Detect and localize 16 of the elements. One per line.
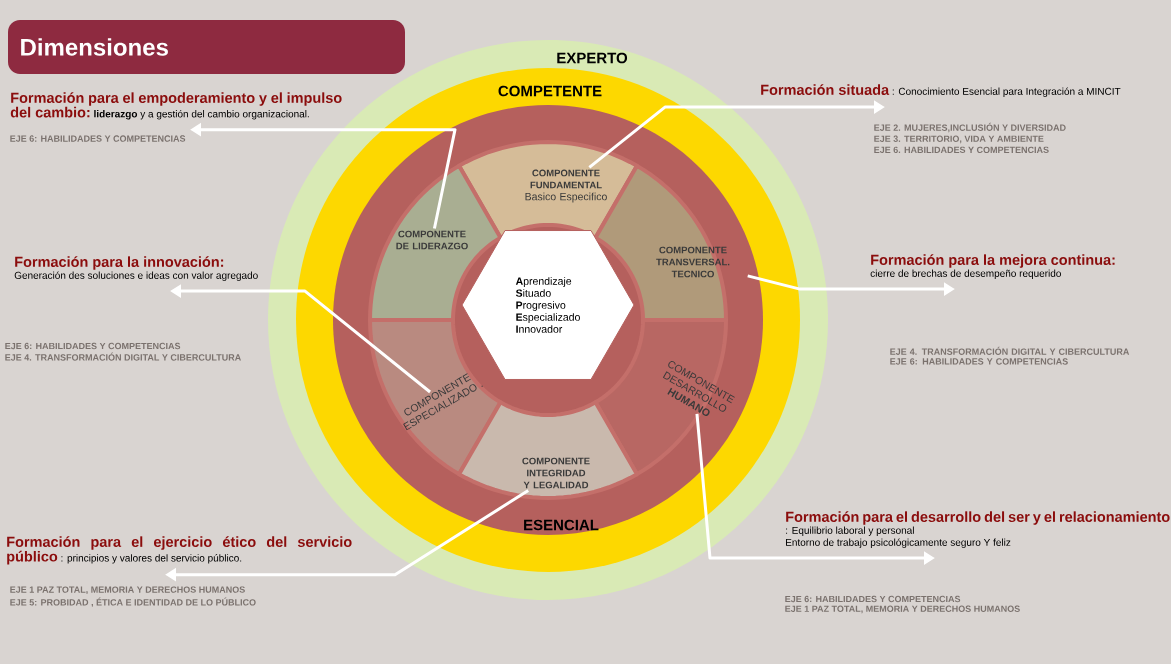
component-segment: COMPONENTE DE LIDERAZGO <box>368 163 503 322</box>
axis-note: EJE 5: PROBIDAD , ÉTICA E IDENTIDAD DE LO PÚBLICO <box>10 597 256 607</box>
axis-note: EJE 6: HABILIDADES Y COMPETENCIAS <box>890 358 1068 365</box>
axis-note: EJE 4. TRANSFORMACIÓN DIGITAL Y CIBERCULTURA <box>5 352 241 361</box>
axis-note: EJE 6. HABILIDADES Y COMPETENCIAS <box>874 146 1049 154</box>
axis-note: EJE 6: HABILIDADES Y COMPETENCIAS <box>5 342 181 350</box>
description-text: Formación para la innovación: Generación des soluciones e ideas con valor agregado <box>14 256 258 281</box>
axis-note: EJE 6: HABILIDADES Y COMPETENCIAS <box>10 135 186 142</box>
axis-note: EJE 3. TERRITORIO, VIDA Y AMBIENTE <box>874 135 1044 144</box>
axis-note: EJE 4. TRANSFORMACIÓN DIGITAL Y CIBERCULTURA <box>890 346 1130 355</box>
axis-note: EJE 2. MUJERES,INCLUSIÓN Y DIVERSIDAD <box>874 122 1066 133</box>
axis-note: EJE 1 PAZ TOTAL, MEMORIA Y DERECHOS HUMANOS <box>785 605 1020 614</box>
axis-note: EJE 1 PAZ TOTAL, MEMORIA Y DERECHOS HUMANOS <box>10 586 245 595</box>
description-text: Formación para la mejora continua: cierre de brechas de desempeño requerido <box>870 254 1115 279</box>
title-banner: Dimensiones <box>8 20 405 74</box>
component-segment: COMPONENTE INTEGRIDAD Y LEGALIDAD <box>457 400 639 500</box>
